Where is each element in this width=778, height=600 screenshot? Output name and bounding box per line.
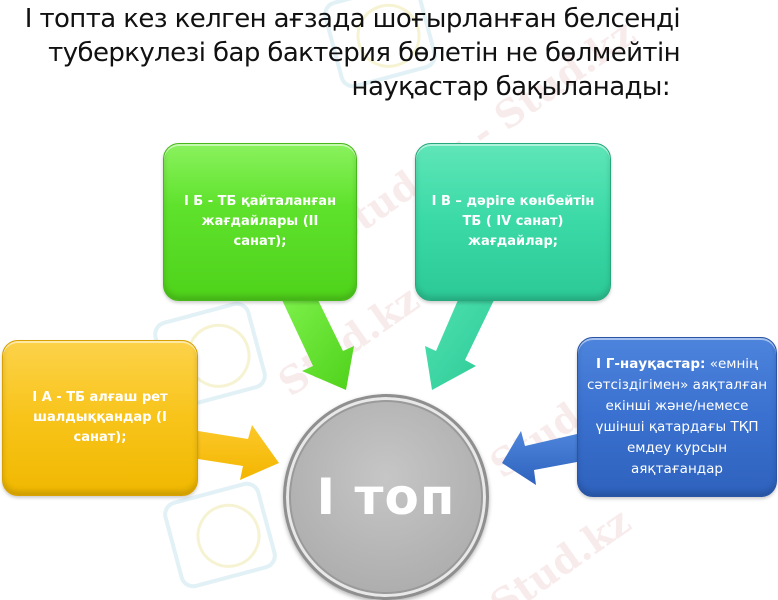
node-ib-text: І Б - ТБ қайталанған жағдайлары (ІІ сана… (183, 194, 337, 249)
node-ig-text: «емнің сәтсіздігімен» аяқталған екінші ж… (586, 356, 768, 477)
node-iv: І В – дәріге көнбейтін ТБ ( ІV санат) жа… (415, 143, 611, 301)
center-label: І топ (316, 468, 456, 526)
node-ig: І Г-науқастар: «емнің сәтсіздігімен» аяқ… (577, 337, 777, 497)
arrow-ig (502, 431, 577, 485)
title-line-2: туберкулезі бар бактерия бөлетін не бөлм… (48, 38, 680, 68)
title-line-1: І топта кез келген ағзада шоғырланған бе… (24, 4, 681, 34)
arrow-iv (425, 300, 494, 390)
node-ia-text: І А - ТБ алғаш рет шалдыққандар (І санат… (32, 390, 168, 445)
node-ia: І А - ТБ алғаш рет шалдыққандар (І санат… (2, 340, 198, 496)
node-iv-text: І В – дәріге көнбейтін ТБ ( ІV санат) жа… (431, 194, 595, 249)
slide-title: І топта кез келген ағзада шоғырланған бе… (0, 2, 681, 104)
arrow-ia (198, 425, 279, 480)
title-line-3: науқастар бақыланады: (351, 72, 671, 102)
node-ib: І Б - ТБ қайталанған жағдайлары (ІІ сана… (163, 143, 357, 301)
center-node: І топ (283, 394, 489, 600)
watermark-text: Stud.kz (481, 498, 639, 600)
node-ig-content: І Г-науқастар: «емнің сәтсіздігімен» аяқ… (584, 354, 770, 480)
node-ig-prefix: І Г-науқастар: (596, 356, 706, 372)
arrow-ib (282, 300, 354, 390)
